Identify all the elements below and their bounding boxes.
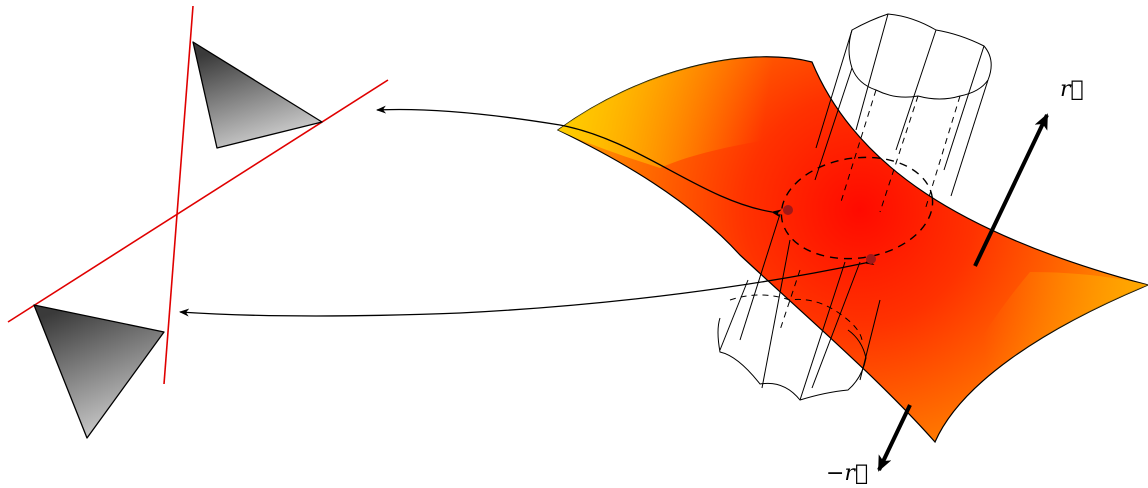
upper-connector-arrow: [376, 105, 782, 218]
lower-point: [866, 254, 876, 264]
upper-triangle-icon: [192, 41, 323, 149]
surface-right-glow: [935, 272, 1148, 442]
section-line-vertical: [163, 5, 194, 385]
lower-connector-arrow: [179, 257, 875, 317]
minus-r-label: −r⃗: [826, 461, 868, 486]
lower-triangle-icon: [33, 304, 165, 439]
section-lines: [7, 5, 389, 385]
upper-point: [783, 205, 793, 215]
cylinder-bottom-cap: [717, 317, 867, 401]
saddle-surface-icon: [556, 56, 1148, 444]
plus-r-label: r⃗: [1060, 77, 1084, 102]
section-line-diagonal: [7, 79, 389, 323]
cylinder-top-cap: [848, 13, 992, 100]
plus-r-arrow: [973, 113, 1049, 267]
minus-r-arrow: [877, 404, 912, 472]
